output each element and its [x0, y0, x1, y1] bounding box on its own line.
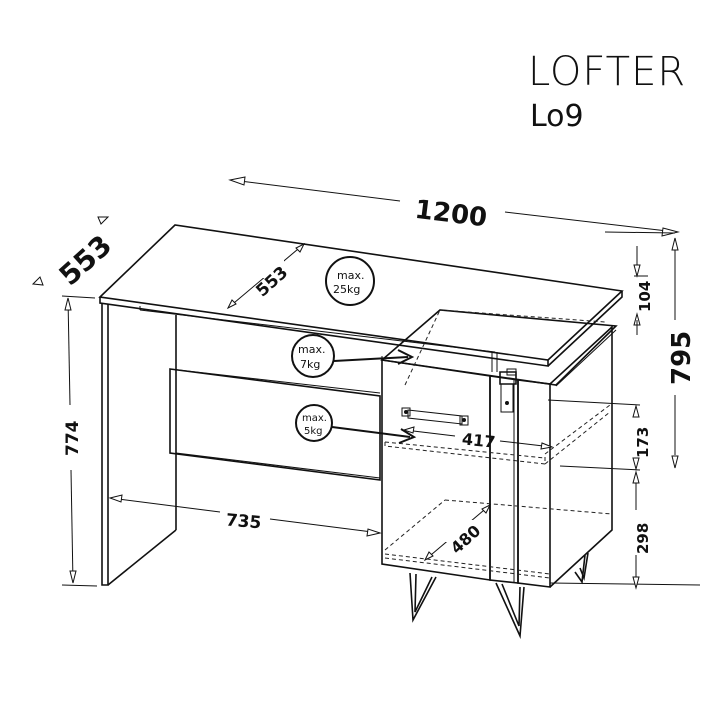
dim-795: 795 — [604, 231, 697, 469]
svg-text:7kg: 7kg — [300, 358, 320, 371]
load-badge-5kg: max. 5kg — [295, 404, 417, 444]
svg-text:max.: max. — [302, 413, 327, 424]
load-badge-7kg: max. 7kg — [291, 334, 415, 378]
dim-735-label: 735 — [225, 510, 262, 533]
dim-298-label: 298 — [634, 523, 652, 554]
dim-553-top: 553 — [226, 242, 306, 310]
dim-774: 774 — [61, 295, 98, 587]
dim-735: 735 — [108, 494, 382, 537]
dim-173: 173 — [547, 399, 652, 471]
svg-text:25kg: 25kg — [333, 283, 360, 296]
load-badge-25kg: max. 25kg — [325, 256, 375, 306]
dim-1200: 1200 — [228, 176, 680, 237]
dim-417: 417 — [402, 426, 554, 452]
dim-104-label: 104 — [636, 281, 654, 312]
side-cabinet — [380, 309, 701, 588]
svg-text:max.: max. — [298, 343, 325, 356]
left-side-panel — [101, 303, 177, 586]
dim-104: 104 — [633, 246, 654, 335]
dim-298: 298 — [632, 470, 652, 590]
product-title: LOFTER — [528, 49, 687, 95]
desk-top — [98, 224, 624, 367]
dim-480: 480 — [423, 503, 492, 562]
svg-text:5kg: 5kg — [304, 426, 323, 437]
dim-553-left: 553 — [31, 216, 119, 292]
dim-417-label: 417 — [461, 429, 496, 451]
hairpin-legs — [409, 552, 589, 640]
dim-553-left-label: 553 — [53, 228, 119, 292]
product-model: Lo9 — [530, 99, 584, 134]
dim-795-label: 795 — [667, 331, 697, 385]
dim-173-label: 173 — [634, 427, 652, 458]
svg-text:max.: max. — [337, 269, 364, 282]
drawer-handle — [401, 407, 469, 426]
dim-1200-label: 1200 — [413, 195, 488, 234]
modesty-panel — [169, 352, 498, 481]
dim-774-label: 774 — [63, 420, 83, 456]
